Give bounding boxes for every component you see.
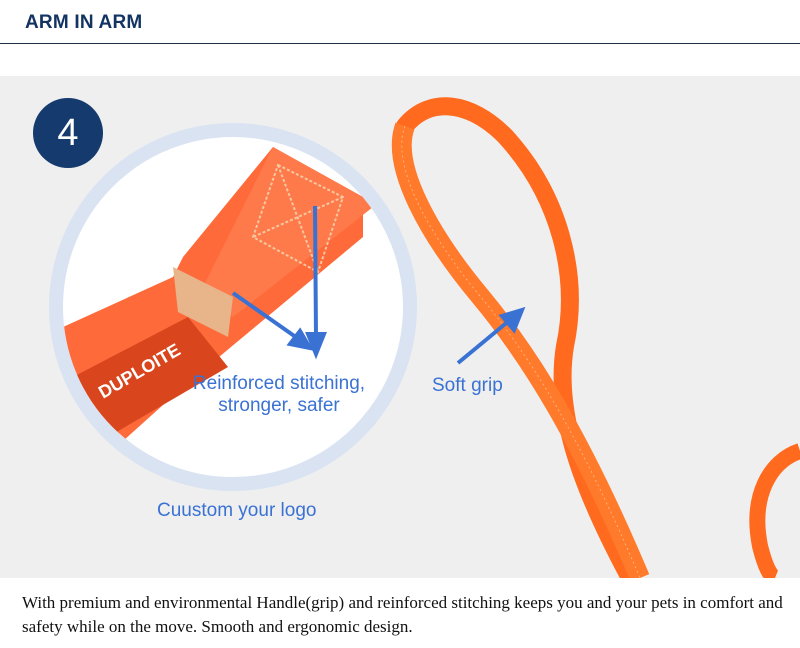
leash-image (231, 97, 800, 578)
product-feature-banner: DUPLOITE 4 Reinforced stitching, stronge… (0, 76, 800, 578)
soft-grip-annotation: Soft grip (432, 375, 503, 396)
site-header: ARM IN ARM (0, 0, 800, 44)
custom-logo-annotation: Cuustom your logo (157, 500, 317, 521)
stitching-detail-image: DUPLOITE (63, 147, 373, 477)
annotation-arrows (231, 205, 526, 365)
stitching-annotation-line2: stronger, safer (218, 395, 340, 416)
step-number-badge: 4 (33, 98, 103, 168)
stitching-annotation: Reinforced stitching, stronger, safer (189, 373, 369, 417)
stitching-annotation-line1: Reinforced stitching, (192, 373, 366, 394)
product-description: With premium and environmental Handle(gr… (22, 593, 783, 636)
brand-title: ARM IN ARM (25, 12, 143, 33)
